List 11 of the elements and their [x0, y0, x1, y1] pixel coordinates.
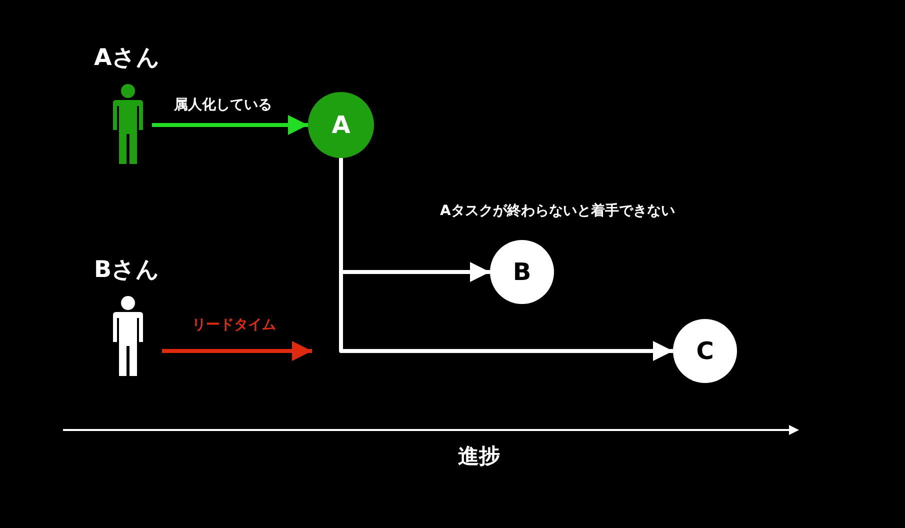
person-name: Bさん: [94, 256, 160, 285]
note: Aタスクが終わらないと着手できない: [440, 202, 675, 220]
axis-label: 進捗: [458, 443, 500, 470]
person-name: Aさん: [94, 44, 160, 73]
arrow: [162, 341, 312, 361]
circle-node: A: [308, 92, 374, 158]
circle-node: B: [490, 240, 554, 304]
edge-label: 属人化している: [174, 96, 272, 114]
edge-label: リードタイム: [192, 316, 276, 334]
circle-node: C: [673, 319, 737, 383]
arrow: [152, 115, 308, 135]
